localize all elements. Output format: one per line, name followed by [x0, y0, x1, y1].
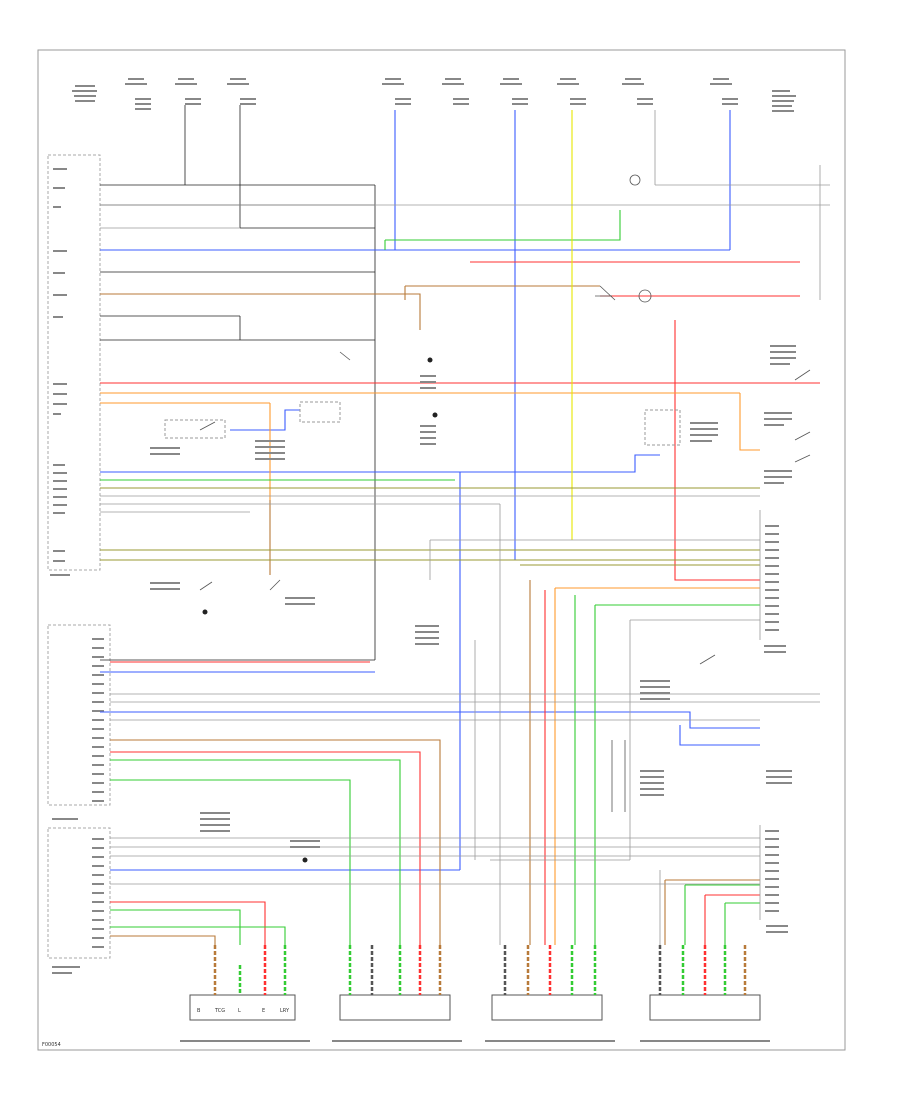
right-components — [199, 174, 811, 812]
red-wires — [100, 261, 820, 945]
orange-wires — [100, 392, 760, 945]
connector-left-front — [339, 945, 451, 1021]
pin-label: L — [238, 1008, 241, 1014]
pin-label: B — [197, 1008, 201, 1014]
pin-label: E — [262, 1008, 265, 1014]
lower-pin-labels — [52, 638, 104, 974]
component-labels — [150, 345, 796, 933]
connector-right-rear — [649, 945, 761, 1021]
connector-left-rear — [491, 945, 603, 1021]
dashed-component-boxes — [164, 401, 681, 446]
passenger-ecu-box — [47, 827, 111, 959]
brown-wires — [100, 285, 760, 945]
diagram-frame — [37, 49, 846, 1051]
connector-front-right: B TCG L E LRY — [189, 945, 296, 1021]
right-pin-columns — [765, 525, 779, 912]
blue-wires — [100, 110, 760, 871]
pin-label: LRY — [280, 1008, 290, 1014]
airbag-sensor-box — [47, 624, 111, 806]
body-ecu-pin-labels — [50, 168, 70, 576]
top-power-labels — [72, 78, 796, 112]
gray-wires — [100, 110, 830, 945]
body-ecu-box — [47, 154, 101, 571]
green-wires — [100, 210, 760, 945]
bottom-captions — [180, 1040, 770, 1042]
pin-label: TCG — [214, 1008, 225, 1014]
footer-code: F00054 — [42, 1042, 61, 1048]
ground-symbols — [202, 357, 438, 863]
